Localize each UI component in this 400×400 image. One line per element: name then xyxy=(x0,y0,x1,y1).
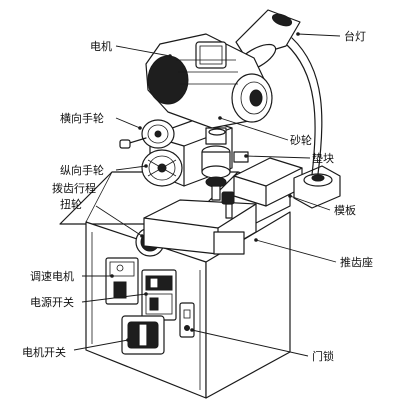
label-cross-handwheel: 横向手轮 xyxy=(60,111,104,125)
label-motor: 电机 xyxy=(90,39,112,53)
label-tooth-stroke-2: 扭轮 xyxy=(60,197,82,211)
label-door-lock: 门锁 xyxy=(312,349,334,363)
template-plate xyxy=(233,157,303,207)
motor xyxy=(145,33,273,129)
label-pad-block: 垫块 xyxy=(312,151,334,165)
label-template: 模板 xyxy=(334,203,356,217)
label-long-handwheel: 纵向手轮 xyxy=(60,163,104,177)
label-motor-switch: 电机开关 xyxy=(22,345,66,359)
callouts: 电机 台灯 横向手轮 砂轮 纵向手轮 垫块 拨齿行程 扭轮 模板 调速电 xyxy=(22,29,373,363)
motor-switch[interactable] xyxy=(121,315,165,355)
lamp-arm xyxy=(291,37,323,175)
label-power-switch: 电源开关 xyxy=(30,295,74,309)
label-table-lamp: 台灯 xyxy=(344,29,366,43)
label-speed-motor: 调速电机 xyxy=(30,269,74,283)
label-tooth-push-seat: 推齿座 xyxy=(340,255,373,269)
cross-handwheel[interactable] xyxy=(119,119,175,149)
label-tooth-stroke-1: 拨齿行程 xyxy=(52,181,96,195)
door-lock[interactable] xyxy=(179,302,195,338)
longitudinal-handwheel[interactable] xyxy=(141,149,183,187)
label-grinding-wheel: 砂轮 xyxy=(290,133,312,147)
power-switch[interactable] xyxy=(141,269,177,321)
speed-control-unit[interactable] xyxy=(105,257,139,305)
pad-block xyxy=(233,151,249,163)
lamp-base xyxy=(293,165,341,209)
spindle xyxy=(201,127,235,219)
